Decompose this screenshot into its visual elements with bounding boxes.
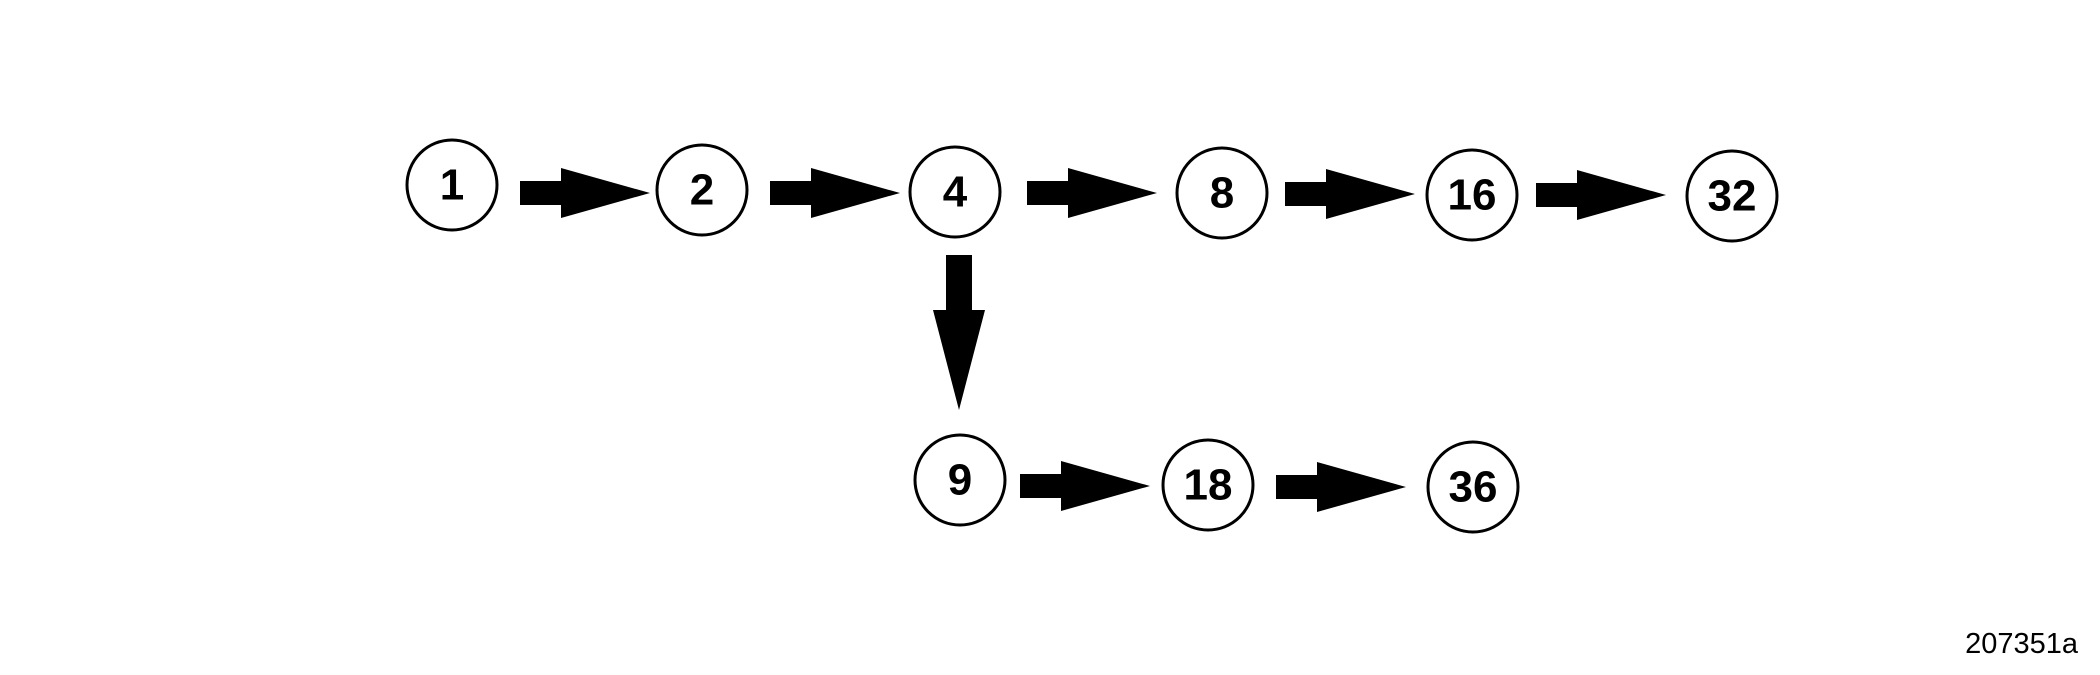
node-circle [655, 143, 749, 237]
node-1: 1 [405, 138, 499, 232]
node-circle [1426, 440, 1520, 534]
node-circle [405, 138, 499, 232]
node-18: 18 [1161, 438, 1255, 532]
node-label: 16 [1448, 171, 1497, 220]
node-circle [1425, 148, 1519, 242]
node-label: 32 [1708, 172, 1757, 221]
node-label: 18 [1184, 461, 1233, 510]
node-16: 16 [1425, 148, 1519, 242]
node-4: 4 [908, 145, 1002, 239]
node-label: 1 [440, 161, 464, 210]
node-label: 4 [943, 168, 968, 217]
node-circle [1685, 149, 1779, 243]
node-circle [1175, 146, 1269, 240]
node-36: 36 [1426, 440, 1520, 534]
node-circle [1161, 438, 1255, 532]
arrow-9-to-18 [1020, 461, 1150, 511]
figure-id-label: 207351a [1965, 628, 2078, 660]
node-label: 2 [690, 166, 714, 215]
node-label: 8 [1210, 169, 1234, 218]
arrow-2-to-4 [770, 168, 900, 218]
node-circle [913, 433, 1007, 527]
node-label: 36 [1449, 463, 1498, 512]
node-32: 32 [1685, 149, 1779, 243]
arrow-4-to-9 [933, 255, 985, 410]
arrow-8-to-16 [1285, 169, 1415, 219]
arrow-4-to-8 [1027, 168, 1157, 218]
node-9: 9 [913, 433, 1007, 527]
node-label: 9 [948, 456, 972, 505]
node-circle [908, 145, 1002, 239]
node-2: 2 [655, 143, 749, 237]
node-8: 8 [1175, 146, 1269, 240]
arrow-1-to-2 [520, 168, 650, 218]
arrow-16-to-32 [1536, 170, 1666, 220]
arrow-group [520, 168, 1666, 512]
arrow-18-to-36 [1276, 462, 1406, 512]
